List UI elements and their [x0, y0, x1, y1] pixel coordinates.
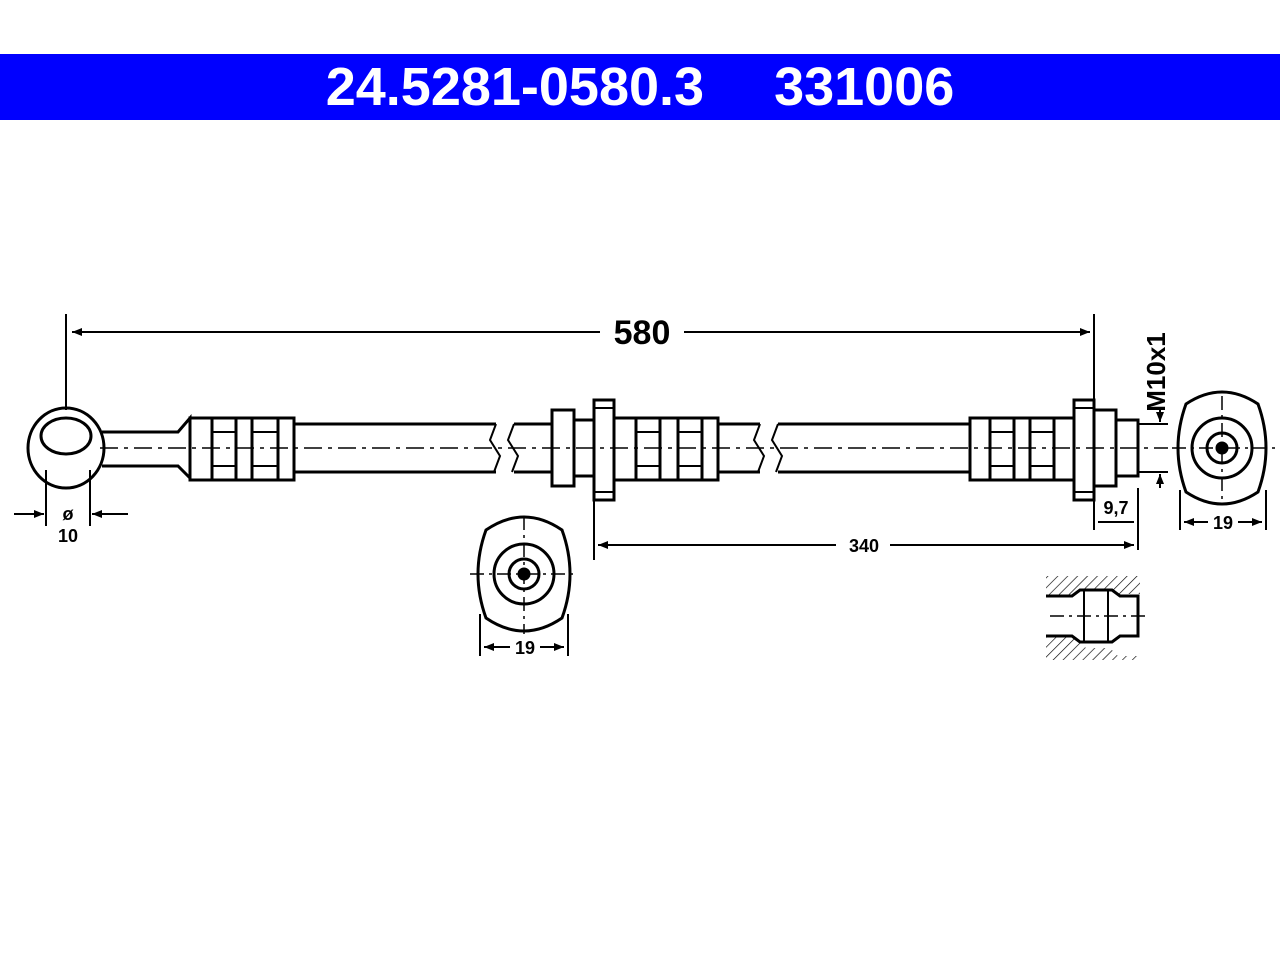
banjo-diameter-label: 10 — [58, 526, 78, 546]
dimension-thread — [1138, 408, 1168, 488]
end-view-right — [1172, 390, 1276, 530]
fitting-right — [968, 398, 1140, 502]
reference-number: 331006 — [774, 57, 955, 117]
dimension-total-length — [65, 314, 1095, 410]
mount-offset-label: 340 — [849, 536, 879, 556]
total-length-label: 580 — [614, 314, 671, 352]
part-number: 24.5281-0580.3 — [325, 57, 705, 117]
diameter-symbol: ø — [63, 504, 74, 524]
dimension-mount-offset — [593, 500, 1134, 560]
hex-width-middle-label: 19 — [515, 638, 535, 658]
title-bar: 24.5281-0580.3 331006 — [0, 54, 1280, 120]
hose-assembly — [26, 398, 1168, 502]
hex-width-right-label: 19 — [1213, 513, 1233, 533]
thread-length-label: 9,7 — [1103, 498, 1128, 518]
dimension-banjo-diameter — [14, 470, 128, 526]
end-view-middle — [470, 515, 578, 656]
crimp-sleeve-left — [188, 416, 296, 482]
dimension-thread-length — [1093, 488, 1139, 550]
bracket-fitting-middle — [550, 398, 720, 502]
port-section-view — [1046, 576, 1146, 660]
thread-label: M10x1 — [1141, 332, 1171, 412]
